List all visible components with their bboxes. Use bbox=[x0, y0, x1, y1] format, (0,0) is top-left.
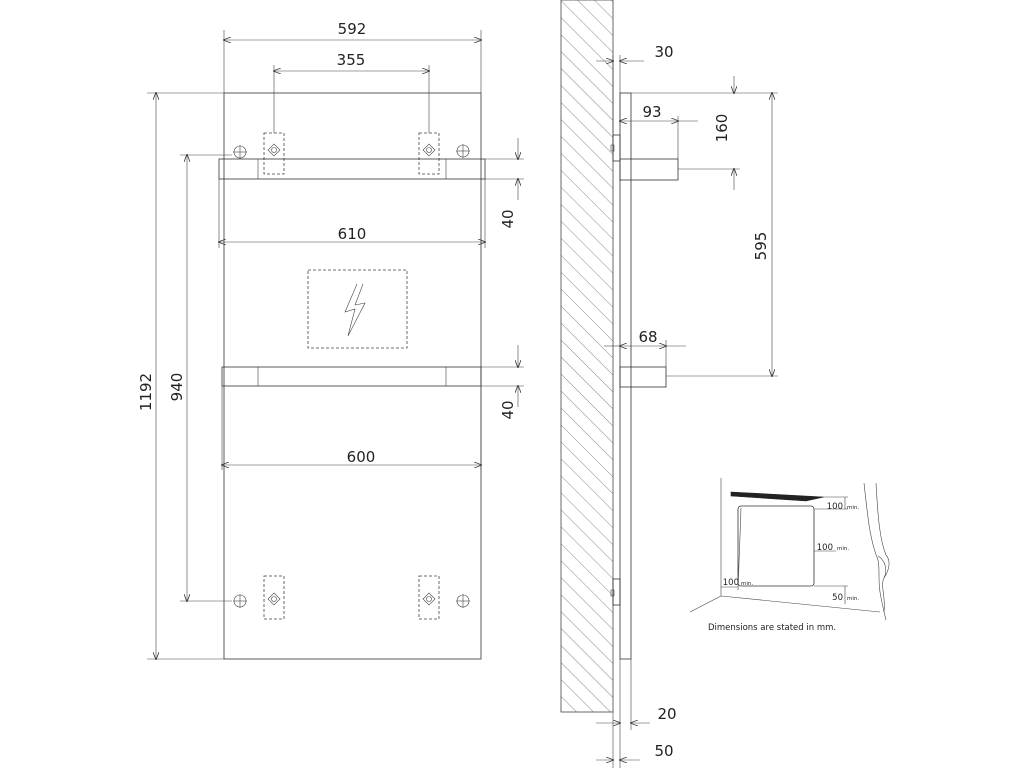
dim-total-depth: 50 bbox=[654, 742, 673, 760]
mount-hole-top-right bbox=[422, 143, 436, 157]
wall-section bbox=[560, 0, 614, 713]
heater-panel bbox=[223, 92, 482, 660]
screw-bottom-right bbox=[456, 594, 470, 608]
lightning-icon bbox=[344, 283, 366, 337]
front-view: 592 355 1192 940 610 600 40 bbox=[137, 20, 524, 659]
clearance-side-value: 100 bbox=[817, 543, 833, 553]
curtain-icon bbox=[863, 482, 887, 621]
clearance-inset: 100 min. 100 min. 100 min. 50 min. Dimen… bbox=[689, 478, 890, 633]
clearance-bottom-value: 50 bbox=[832, 593, 843, 603]
screw-top-left bbox=[233, 145, 247, 159]
shelf-icon bbox=[730, 491, 825, 502]
panel-side bbox=[619, 92, 632, 660]
mount-hole-bottom-right bbox=[422, 592, 436, 606]
side-view: 30 93 160 595 68 20 50 bbox=[560, 0, 778, 768]
clearance-top-value: 100 bbox=[827, 502, 843, 512]
side-bracket-bottom bbox=[612, 578, 621, 606]
dim-total-width: 592 bbox=[338, 20, 367, 38]
inset-caption: Dimensions are stated in mm. bbox=[708, 623, 836, 633]
mount-hole-top-left bbox=[267, 143, 281, 157]
dim-bar-offset-top: 160 bbox=[713, 114, 731, 143]
clearance-left-value: 100 bbox=[723, 578, 739, 588]
mount-hole-bottom-left bbox=[267, 592, 281, 606]
dim-panel-thickness: 20 bbox=[657, 705, 676, 723]
dim-bar-depth-bottom: 68 bbox=[638, 328, 657, 346]
mount-bracket-bottom-left bbox=[263, 575, 285, 620]
electric-box bbox=[307, 269, 408, 349]
towel-bar-bottom bbox=[221, 366, 482, 387]
dim-bottom-bar-height: 40 bbox=[499, 400, 517, 419]
dim-total-height: 1192 bbox=[137, 373, 155, 411]
mount-bracket-top-left bbox=[263, 132, 285, 175]
screw-bottom-left bbox=[233, 594, 247, 608]
clearance-bottom-min: min. bbox=[847, 596, 859, 602]
dim-bar-spacing: 595 bbox=[752, 232, 770, 261]
dim-bottom-bar-width: 600 bbox=[347, 448, 376, 466]
dim-mount-height: 940 bbox=[168, 373, 186, 402]
screw-top-right bbox=[456, 144, 470, 158]
clearance-top-min: min. bbox=[847, 505, 859, 511]
dim-top-bar-height: 40 bbox=[499, 209, 517, 228]
side-bracket-top bbox=[612, 134, 621, 162]
side-bar-top bbox=[619, 158, 679, 181]
dim-mount-spacing: 355 bbox=[337, 51, 366, 69]
clearance-side-min: min. bbox=[837, 546, 849, 552]
dim-wall-gap: 30 bbox=[654, 43, 673, 61]
heater-inset bbox=[737, 505, 815, 587]
mount-bracket-top-right bbox=[418, 132, 440, 175]
dim-top-bar-width: 610 bbox=[338, 225, 367, 243]
side-bar-bottom bbox=[619, 366, 667, 388]
towel-bar-top bbox=[218, 158, 486, 180]
mount-bracket-bottom-right bbox=[418, 575, 440, 620]
clearance-left-min: min. bbox=[741, 581, 753, 587]
dim-bar-depth-top: 93 bbox=[642, 103, 661, 121]
